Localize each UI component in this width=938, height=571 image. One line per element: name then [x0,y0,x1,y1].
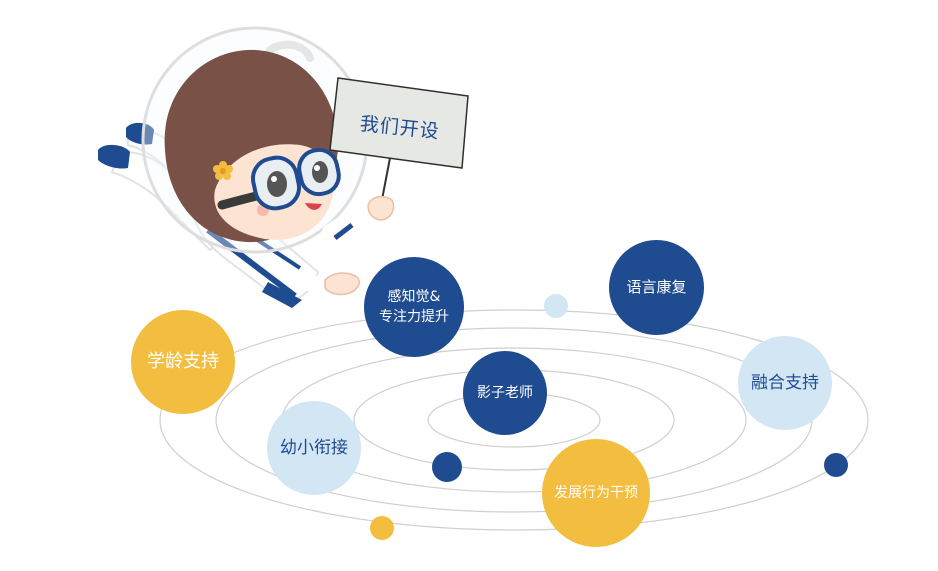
boot-icon-2 [126,122,154,145]
planet-shadow-teacher[interactable]: 影子老师 [463,351,547,435]
small-planet-dot-gold [370,516,394,540]
planet-label: 融合支持 [751,372,819,393]
planet-label: 发展行为干预 [554,484,638,501]
small-planet-dot-light [544,294,568,318]
small-planet-dot-navy-2 [824,453,848,477]
planet-label: 语言康复 [626,277,687,296]
flower-hair-clip-icon [213,161,233,180]
planet-behavior-intervention[interactable]: 发展行为干预 [542,439,650,547]
planet-label: 感知觉& 专注力提升 [379,287,449,328]
planet-label: 影子老师 [477,384,533,401]
planet-speech-rehab[interactable]: 语言康复 [609,240,704,335]
small-planet-dot-navy-1 [432,452,462,482]
planet-label-line: 专注力提升 [379,309,449,325]
astronaut-girl-illustration [98,26,469,308]
planet-kindergarten-bridge[interactable]: 幼小衔接 [267,401,361,495]
planet-label-line: 感知觉& [387,288,441,305]
sign-board [329,77,469,169]
planet-label: 学龄支持 [147,350,219,372]
orbit-ring-outer [159,309,869,531]
boot-icon [98,144,130,169]
planet-label: 幼小衔接 [280,437,348,458]
planet-school-support[interactable]: 学龄支持 [131,310,235,414]
orbit-rings [159,309,869,531]
planet-sensory-attention[interactable]: 感知觉& 专注力提升 [364,257,464,357]
planet-inclusion-support[interactable]: 融合支持 [738,336,832,430]
